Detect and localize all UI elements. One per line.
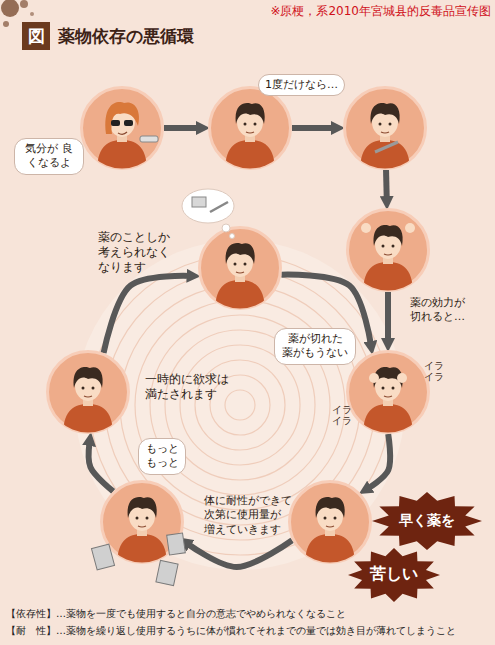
node-circle	[210, 88, 291, 169]
cycle-node: 早く薬を苦しい	[288, 480, 372, 564]
sound-effect: イラ イラ	[424, 360, 446, 382]
connector-label: 薬の効力が 切れると…	[410, 296, 474, 325]
starburst	[348, 548, 440, 602]
starburst	[372, 492, 482, 550]
figure-badge: 図	[22, 22, 50, 50]
diagram-title: 薬物依存の悪循環	[58, 25, 194, 47]
node-circle	[200, 228, 281, 309]
node-disc	[346, 208, 430, 292]
ink-splatter	[3, 21, 9, 27]
node-caption: 一時的に欲求は 満たされます	[145, 372, 233, 402]
speech-bubble: 気分が 良くなるよ	[14, 138, 84, 175]
flow-arrow	[164, 125, 200, 131]
footnote: 【依存性】…薬物を一度でも使用すると自分の意志でやめられなくなること	[6, 607, 494, 620]
flow-arrow	[367, 434, 390, 489]
flow-arrow	[89, 442, 113, 491]
node-disc	[100, 480, 184, 564]
sound-effect: イラ イラ	[332, 404, 354, 426]
node-circle	[48, 352, 129, 433]
node-caption: 薬のことしか 考えられなく なります	[98, 230, 178, 275]
cycle-node: 1度だけなら…	[208, 86, 292, 170]
cycle-node: 薬のことしか 考えられなく なります	[198, 226, 282, 310]
drug-packet	[192, 197, 206, 207]
node-disc	[346, 350, 430, 434]
node-circle	[348, 210, 429, 291]
speech-bubble: 薬が切れた 薬がもうない	[274, 328, 356, 365]
node-disc	[198, 226, 282, 310]
cycle-node	[346, 208, 430, 292]
cycle-node: もっと もっと	[100, 480, 184, 564]
ink-splatter	[20, 0, 28, 8]
connector-label: 体に耐性ができて 次第に使用量が 増えていきます	[204, 494, 294, 537]
flow-arrow	[383, 170, 390, 200]
flow-arrow	[385, 292, 391, 342]
node-circle	[290, 482, 371, 563]
drug-packet	[156, 560, 178, 585]
flow-arrow	[292, 125, 335, 131]
footnote: 【耐 性】…薬物を繰り返し使用するうちに体が慣れてそれまでの量では効き目が薄れて…	[6, 624, 494, 637]
ink-splatter	[30, 12, 34, 16]
target-ring	[225, 390, 255, 420]
node-circle	[82, 88, 163, 169]
cycle-node: 気分が 良くなるよ	[80, 86, 164, 170]
cycle-node	[343, 86, 427, 170]
ink-splatter	[1, 0, 19, 17]
syringe	[210, 202, 228, 212]
cycle-node: 一時的に欲求は 満たされます	[46, 350, 130, 434]
flow-arrow	[187, 540, 292, 567]
node-circle	[102, 482, 183, 563]
node-disc	[208, 86, 292, 170]
node-circle	[348, 352, 429, 433]
starburst-text: 早く薬を	[392, 511, 462, 529]
flow-arrow	[104, 276, 191, 353]
speech-bubble: もっと もっと	[138, 438, 186, 475]
thought-cloud	[182, 189, 234, 223]
starburst-text: 苦しい	[364, 564, 424, 585]
source-note: ※原梗，系2010年宮城县的反毒品宣传图	[255, 4, 491, 20]
speech-bubble: 1度だけなら…	[258, 74, 345, 96]
cycle-node: 薬が切れた 薬がもうないイラ イライラ イラ	[346, 350, 430, 434]
node-disc	[80, 86, 164, 170]
node-disc	[46, 350, 130, 434]
node-disc	[343, 86, 427, 170]
node-disc	[288, 480, 372, 564]
node-circle	[345, 88, 426, 169]
